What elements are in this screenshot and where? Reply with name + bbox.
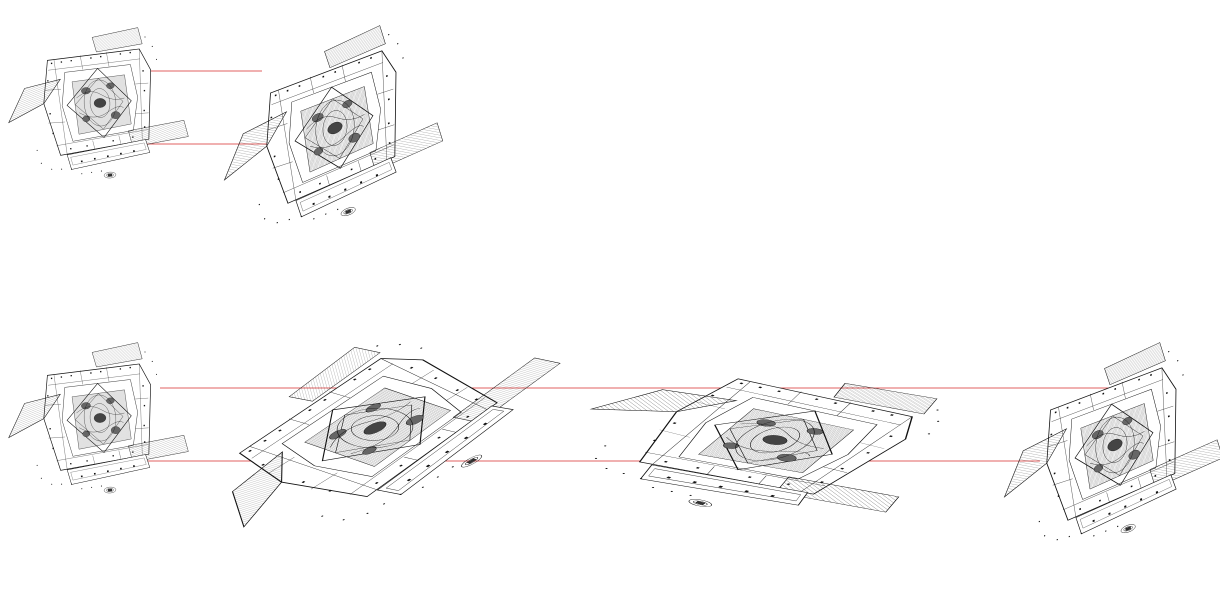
view-top-rotated <box>215 8 447 254</box>
view-bottom-rotated-c <box>518 336 1016 543</box>
view-bottom-rotated-b <box>138 303 605 561</box>
view-top-source <box>2 24 192 186</box>
view-bottom-source <box>2 339 192 501</box>
view-bottom-rotated-d <box>995 325 1220 571</box>
